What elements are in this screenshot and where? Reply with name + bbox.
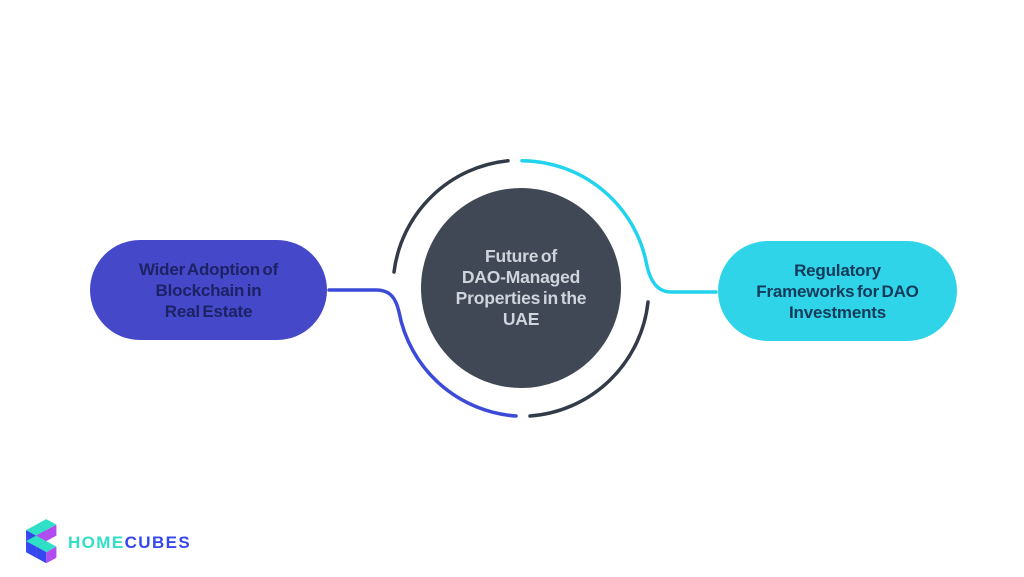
connector-right-cyan [520, 158, 718, 294]
connector-left-blue [327, 288, 518, 418]
logo-word-cubes: CUBES [124, 533, 192, 552]
center-circle [421, 188, 621, 388]
ring-arc-bottom-right [528, 300, 650, 418]
homecubes-cube-icon [26, 519, 57, 564]
ring-arc-top-left [392, 158, 510, 274]
logo-word-home: HOME [68, 533, 125, 552]
center-node: Future of DAO-Managed Properties in the … [421, 188, 621, 388]
right-node-label: Regulatory Frameworks for DAO Investment… [756, 260, 919, 322]
homecubes-wordmark: HOMECUBES [68, 533, 191, 553]
left-node-label: Wider Adoption of Blockchain in Real Est… [138, 259, 279, 321]
node-right-regulatory-frameworks: Regulatory Frameworks for DAO Investment… [718, 241, 957, 341]
center-node-label: Future of DAO-Managed Properties in the … [455, 246, 587, 329]
homecubes-logo: HOMECUBES [15, 517, 191, 569]
node-left-blockchain-adoption: Wider Adoption of Blockchain in Real Est… [90, 240, 327, 340]
